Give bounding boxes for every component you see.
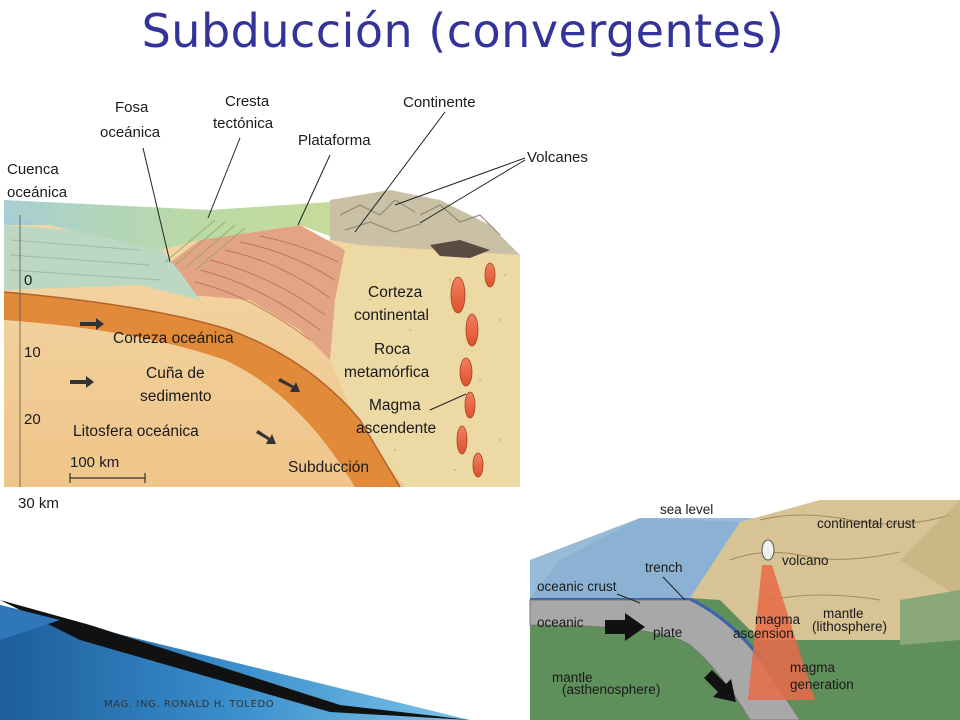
label-corteza-cont-2: continental <box>354 307 429 324</box>
slide-title: Subducción (convergentes) <box>141 4 785 58</box>
label-subduccion: Subducción <box>288 459 369 476</box>
label-cresta-1: Cresta <box>225 93 270 110</box>
label-litosfera: Litosfera oceánica <box>73 423 199 440</box>
footer-author: MAG. ING. RONALD H. TOLEDO <box>104 699 275 710</box>
label-magma-1: Magma <box>369 397 421 414</box>
label-magma-asc-1: magma <box>755 612 801 627</box>
label-corteza-oceanica: Corteza oceánica <box>113 330 234 347</box>
label-cuenca-1: Cuenca <box>7 161 59 178</box>
label-magma-gen-2: generation <box>790 677 854 692</box>
corner-decoration <box>0 600 470 720</box>
label-trench: trench <box>645 560 683 575</box>
english-labels: sea level continental crust trench volca… <box>537 502 916 697</box>
label-continental-crust: continental crust <box>817 516 916 531</box>
label-scale: 100 km <box>70 454 119 471</box>
label-plataforma: Plataforma <box>298 132 371 149</box>
label-cuenca-2: oceánica <box>7 184 68 201</box>
label-volcanes: Volcanes <box>527 149 588 166</box>
label-cuna-2: sedimento <box>140 388 212 405</box>
label-mantle-litho-2: (lithosphere) <box>812 619 887 634</box>
label-mantle-astheno-1: mantle <box>552 670 593 685</box>
label-fosa-2: oceánica <box>100 124 161 141</box>
depth-tick-20: 20 <box>24 411 41 428</box>
english-subduction-diagram <box>529 500 960 720</box>
label-mantle-litho-1: mantle <box>823 606 864 621</box>
label-sea-level: sea level <box>660 502 713 517</box>
label-mantle-astheno-2: (asthenosphere) <box>562 682 660 697</box>
label-magma-asc-2: ascension <box>733 626 794 641</box>
spanish-labels: Fosa oceánica Cresta tectónica Continent… <box>7 93 588 512</box>
label-oceanic-crust: oceanic crust <box>537 579 617 594</box>
label-plate: plate <box>653 625 682 640</box>
label-continente: Continente <box>403 94 476 111</box>
label-corteza-cont-1: Corteza <box>368 284 423 301</box>
label-fosa-1: Fosa <box>115 99 149 116</box>
label-roca-2: metamórfica <box>344 364 430 381</box>
label-volcano: volcano <box>782 553 829 568</box>
label-magma-2: ascendente <box>356 420 436 437</box>
label-roca-1: Roca <box>374 341 411 358</box>
depth-tick-0: 0 <box>24 272 32 289</box>
label-magma-gen-1: magma <box>790 660 836 675</box>
spanish-subduction-diagram <box>3 111 526 488</box>
label-cuna-1: Cuña de <box>146 365 205 382</box>
label-cresta-2: tectónica <box>213 115 274 132</box>
depth-tick-30: 30 km <box>18 495 59 512</box>
depth-tick-10: 10 <box>24 344 41 361</box>
label-oceanic: oceanic <box>537 615 584 630</box>
